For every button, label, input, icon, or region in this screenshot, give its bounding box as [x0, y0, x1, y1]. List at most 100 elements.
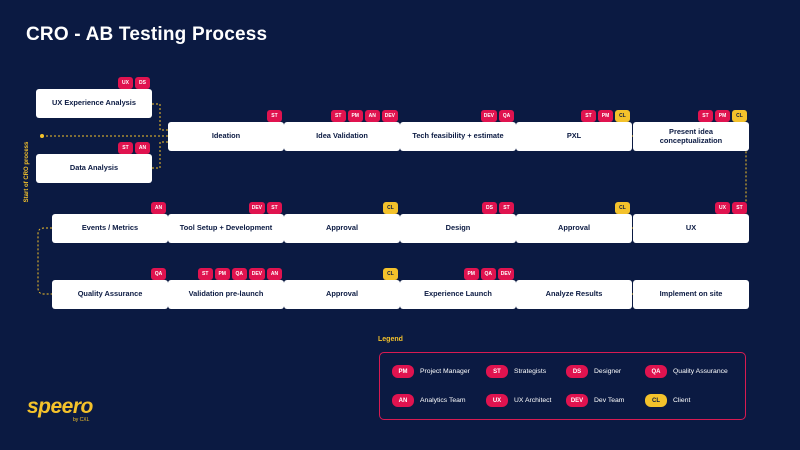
role-badge-st: ST	[267, 110, 282, 122]
connector-ux-to-ideation	[152, 103, 168, 131]
role-badges: QA	[151, 268, 166, 280]
role-badge-ux: UX	[118, 77, 133, 89]
role-badge-pm: PM	[463, 268, 479, 280]
node-label: Data Analysis	[69, 163, 119, 173]
legend-item-ds: DS Designer	[566, 365, 621, 378]
node-label: Analyze Results	[545, 289, 603, 299]
role-badge-ds: DS	[135, 77, 150, 89]
node-label: PXL	[566, 131, 582, 141]
legend-label: Project Manager	[420, 368, 470, 375]
node-label: UX	[685, 223, 697, 233]
role-badge-ux: UX	[715, 202, 730, 214]
role-badge-pm: PM	[715, 110, 730, 122]
role-badge-qa: QA	[499, 110, 514, 122]
legend-label: Analytics Team	[420, 397, 466, 404]
legend-label: UX Architect	[514, 397, 552, 404]
legend-code: DEV	[566, 394, 588, 407]
role-badge-cl: CL	[383, 202, 398, 214]
role-badge-qa: QA	[480, 268, 496, 280]
role-badge-ds: DS	[482, 202, 497, 214]
role-badge-st: ST	[499, 202, 514, 214]
legend-item-qa: QA Quality Assurance	[645, 365, 728, 378]
legend-code: DS	[566, 365, 588, 378]
node-label: UX Experience Analysis	[52, 98, 136, 108]
role-badge-st: ST	[267, 202, 282, 214]
role-badge-st: ST	[330, 110, 346, 122]
role-badge-pm: PM	[214, 268, 230, 280]
legend-item-st: ST Strategists	[486, 365, 546, 378]
legend-code: ST	[486, 365, 508, 378]
connector-left-turn	[37, 227, 52, 295]
node-quality-assurance[interactable]: Quality Assurance QA	[52, 268, 168, 309]
node-approval-2[interactable]: Approval CL	[284, 202, 400, 243]
node-label: Tech feasibility + estimate	[412, 131, 504, 141]
node-label: Implement on site	[659, 289, 723, 299]
role-badge-st: ST	[118, 142, 133, 154]
node-label: Quality Assurance	[77, 289, 143, 299]
legend-code: CL	[645, 394, 667, 407]
role-badge-dev: DEV	[497, 268, 514, 280]
role-badge-an: AN	[135, 142, 150, 154]
legend: PM Project Manager ST Strategists DS Des…	[379, 352, 746, 420]
node-label: Events / Metrics	[81, 223, 139, 233]
brand-byline: by CXL	[73, 417, 90, 423]
role-badge-dev: DEV	[248, 268, 265, 280]
role-badge-qa: QA	[231, 268, 247, 280]
role-badge-st: ST	[197, 268, 213, 280]
legend-item-an: AN Analytics Team	[392, 394, 466, 407]
node-approval-3[interactable]: Approval CL	[284, 268, 400, 309]
speero-logo: speero	[27, 395, 93, 418]
legend-code: UX	[486, 394, 508, 407]
node-approval-1[interactable]: Approval CL	[516, 202, 632, 243]
node-ideation[interactable]: Ideation ST	[168, 110, 284, 151]
role-badge-an: AN	[267, 268, 282, 280]
legend-code: QA	[645, 365, 667, 378]
role-badge-an: AN	[364, 110, 380, 122]
node-label: Approval	[557, 223, 591, 233]
role-badge-cl: CL	[732, 110, 747, 122]
node-implement-on-site[interactable]: Implement on site	[633, 280, 749, 309]
role-badge-st: ST	[732, 202, 747, 214]
legend-label: Client	[673, 397, 691, 404]
node-label: Experience Launch	[424, 289, 492, 299]
role-badges: CL	[615, 202, 630, 214]
legend-item-ux: UX UX Architect	[486, 394, 551, 407]
start-dot	[40, 134, 44, 138]
node-events-metrics[interactable]: Events / Metrics AN	[52, 202, 168, 243]
node-label: Approval	[325, 289, 359, 299]
role-badges: ST	[267, 110, 282, 122]
role-badges: CL	[383, 268, 398, 280]
node-label: Ideation	[211, 131, 241, 141]
node-label: Idea Validation	[316, 131, 368, 141]
legend-item-pm: PM Project Manager	[392, 365, 470, 378]
role-badge-pm: PM	[347, 110, 363, 122]
connector-data-to-ideation	[152, 141, 168, 169]
role-badge-st: ST	[698, 110, 713, 122]
legend-title: Legend	[378, 336, 403, 343]
node-label: Present idea conceptualization	[659, 126, 723, 145]
role-badge-pm: PM	[598, 110, 613, 122]
role-badge-an: AN	[151, 202, 166, 214]
role-badge-cl: CL	[615, 202, 630, 214]
node-analyze-results[interactable]: Analyze Results	[516, 280, 632, 309]
legend-label: Designer	[594, 368, 622, 375]
